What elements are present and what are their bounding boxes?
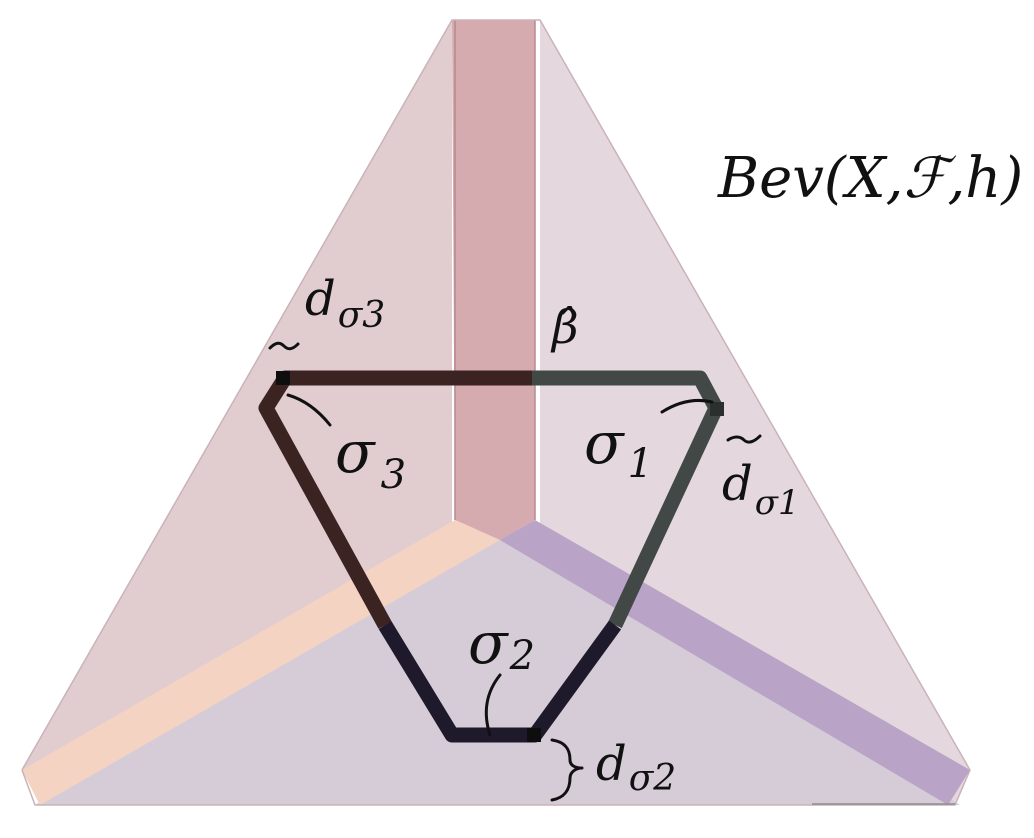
right-face — [520, 20, 970, 805]
pyramid-outline — [21, 19, 971, 806]
leader-sigma1 — [660, 398, 714, 414]
loop-segment-sigma1 — [532, 370, 724, 629]
loop-segment-sigma3 — [258, 370, 532, 629]
label-sigma2: σ2 — [468, 609, 535, 679]
beta-hat-strip — [452, 20, 535, 540]
label-d-sigma2: dσ2 — [596, 736, 676, 799]
leader-sigma3 — [286, 393, 332, 427]
corner-marker-d-sigma3 — [276, 371, 290, 385]
brace-d-sigma2 — [550, 738, 584, 802]
label-beta-hat: β̂ — [550, 300, 579, 354]
tilde-d-sigma1 — [726, 434, 762, 444]
loop-segment-sigma2 — [378, 620, 622, 743]
leader-sigma2 — [484, 673, 502, 737]
orange-strip — [22, 520, 500, 805]
label-d-sigma3: dσ3 — [305, 271, 385, 336]
diagram-title: Bev(X,ℱ,h) — [717, 146, 1023, 211]
tilde-d-sigma3 — [268, 341, 300, 351]
label-d-sigma1: dσ1 — [722, 456, 800, 523]
corner-marker-d-sigma2 — [527, 728, 541, 742]
purple-strip — [500, 520, 970, 805]
bottom-face — [35, 530, 960, 805]
corner-marker-d-sigma1 — [710, 402, 724, 416]
